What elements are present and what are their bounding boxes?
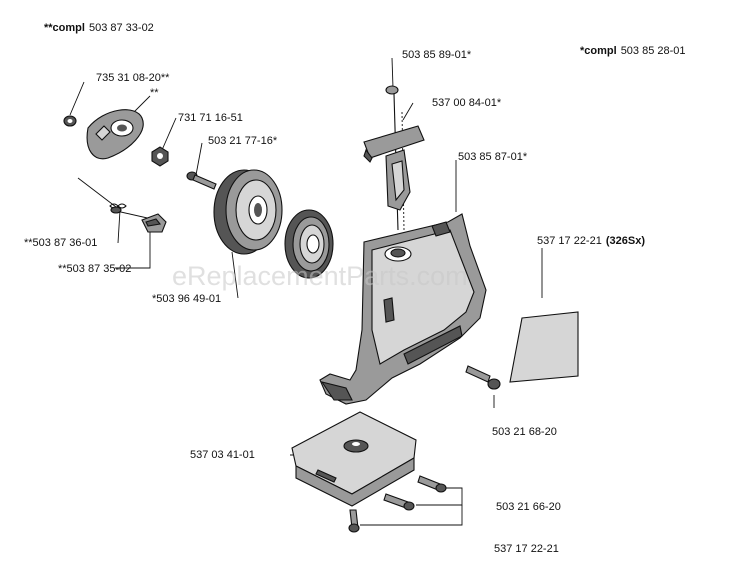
label-537-17-22-21-bottom: 537 17 22-21 [494,543,559,555]
label-compl-left-number: 503 87 33-02 [89,22,154,34]
spring-part [109,203,127,214]
label-537-03-41-01: 537 03 41-01 [190,449,255,461]
label-326sx-suffix: (326Sx) [606,235,645,247]
label-compl-left-prefix: **compl [44,22,85,34]
pawl-part [141,213,167,233]
sticker-part [509,311,579,383]
label-503-21-66-20: 503 21 66-20 [496,501,561,513]
label-503-87-35-02: **503 87 35-02 [58,263,131,275]
nut-part [151,146,169,167]
starter-handle-part [363,85,425,231]
label-compl-right: *compl 503 85 28-01 [580,45,686,57]
label-compl-right-number: 503 85 28-01 [621,45,686,57]
label-compl-left: **compl 503 87 33-02 [44,22,154,34]
label-double-star: ** [150,87,159,99]
watermark-text: eReplacementParts.com [172,261,468,291]
washer-part [63,115,77,127]
housing-screw-part [465,365,501,390]
label-537-17-22-21-326sx: 537 17 22-21 (326Sx) [537,235,645,247]
label-731-71-16-51: 731 71 16-51 [178,112,243,124]
recoil-spring-part [284,209,334,279]
label-735-31-08-20: 735 31 08-20** [96,72,170,84]
starter-housing-part [319,213,487,405]
cover-plate-part [291,411,417,507]
label-503-87-36-01: **503 87 36-01 [24,237,97,249]
label-537-17-22-21-number: 537 17 22-21 [537,235,602,247]
pulley-part [213,169,283,255]
label-503-85-87-01: 503 85 87-01* [458,151,528,163]
screw-part [186,171,217,190]
label-503-85-89-01: 503 85 89-01* [402,49,472,61]
label-503-96-49-01: *503 96 49-01 [152,293,221,305]
label-503-21-77-16: 503 21 77-16* [208,135,278,147]
label-compl-right-prefix: *compl [580,45,617,57]
label-537-00-84-01: 537 00 84-01* [432,97,502,109]
pawl-plate-part [86,109,144,160]
plate-screws-part [348,475,447,533]
label-503-21-68-20: 503 21 68-20 [492,426,557,438]
